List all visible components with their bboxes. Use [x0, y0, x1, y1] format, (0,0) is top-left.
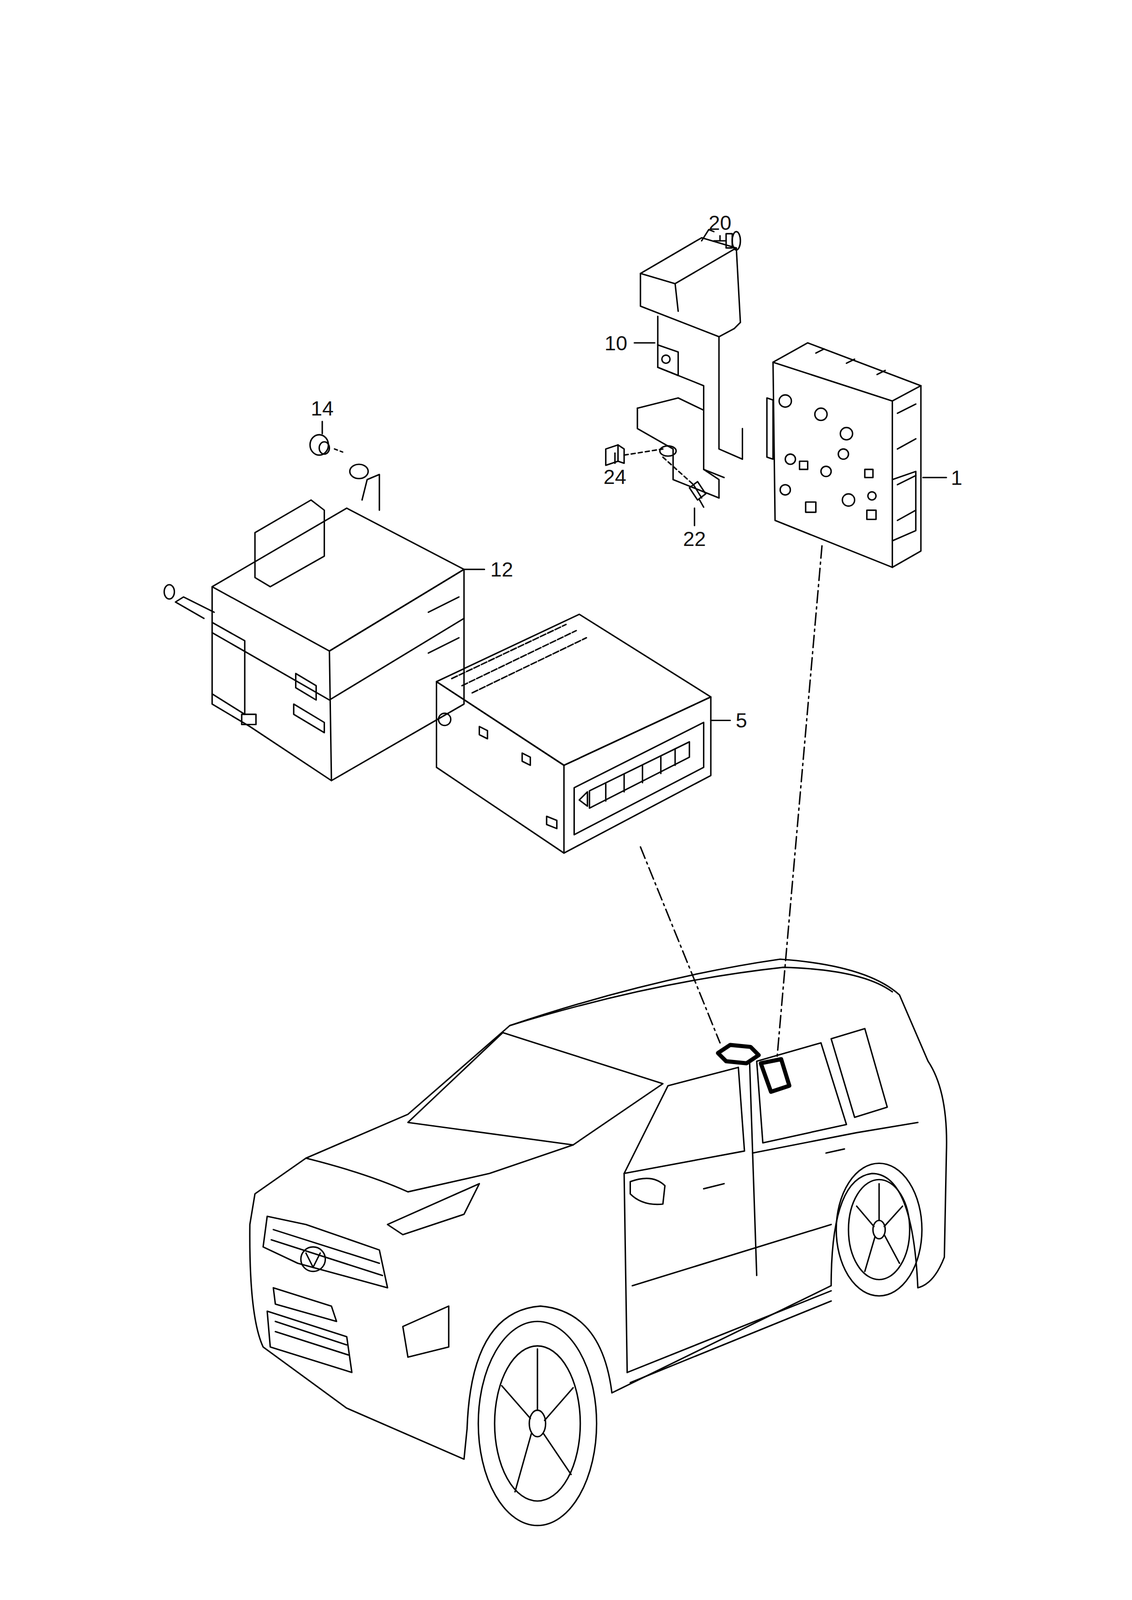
nut	[310, 434, 369, 479]
cd-changer	[436, 614, 711, 853]
mounting-bracket	[637, 229, 743, 498]
leader-line	[322, 235, 947, 721]
location-marker	[718, 1044, 790, 1092]
callout-number: 20	[708, 211, 732, 233]
callout-number: 1	[951, 466, 963, 488]
callout-number: 12	[490, 558, 514, 580]
control-module	[766, 342, 921, 568]
callout-number: 22	[682, 528, 706, 549]
clip-nut	[605, 444, 663, 466]
callout-number: 10	[604, 332, 628, 353]
callout-number: 24	[603, 465, 627, 487]
callout-number: 5	[735, 709, 748, 731]
mounting-frame	[164, 474, 465, 781]
bolt	[713, 231, 741, 250]
bolt	[662, 456, 706, 507]
car-illustration	[249, 958, 947, 1525]
callout-number: 14	[310, 397, 334, 419]
